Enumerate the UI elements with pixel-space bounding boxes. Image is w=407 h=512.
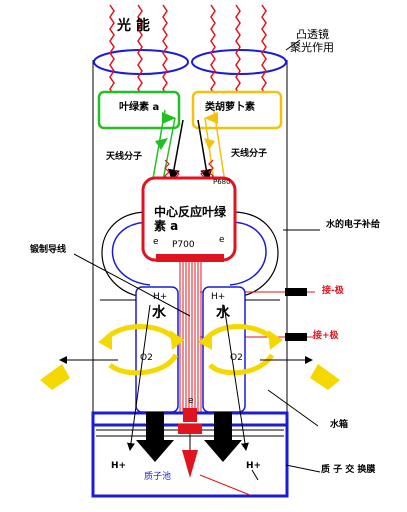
- light-wave: [235, 4, 241, 96]
- convex-lens-group: [93, 49, 287, 75]
- light-wave: [137, 4, 143, 96]
- focusing-label: 聚光作用: [290, 41, 334, 54]
- electron-left-label: e: [153, 237, 159, 247]
- lens-left: [93, 49, 189, 75]
- electron-supply-loops: [101, 211, 279, 299]
- circulation-arrowheads: [98, 330, 283, 350]
- yellow-arrow-left: [40, 364, 70, 390]
- o2-right-label: O2: [230, 353, 243, 363]
- negative-pole-label: 接-极: [322, 286, 344, 296]
- yellow-arrow-right: [310, 364, 340, 390]
- light-wave: [109, 4, 115, 96]
- antenna-left-label: 天线分子: [106, 152, 143, 162]
- proton-flow-arrows: [136, 412, 242, 462]
- p680-label: P680: [213, 178, 231, 186]
- convex-lens-label: 凸透镜: [296, 28, 329, 41]
- wire-label: 锻制导线: [30, 245, 67, 255]
- membrane-label: 质 子 交 换膜: [321, 465, 376, 475]
- light-wave: [261, 4, 267, 96]
- electron-arrow: [178, 408, 202, 478]
- carotenoid-label: 类胡萝卜素: [205, 102, 255, 113]
- chlorophyll-a-box: [97, 90, 181, 130]
- electron-bottom-label: e: [188, 396, 194, 406]
- p700-label: P700: [172, 240, 195, 250]
- chlorophyll-a-label: 叶绿素 a: [119, 102, 160, 113]
- proton-pool-label: 质子池: [144, 472, 172, 482]
- water-electron-label: 水的电子补给: [326, 220, 381, 230]
- electron-right-label: e: [219, 235, 225, 245]
- antenna-right-label: 天线分子: [231, 149, 268, 159]
- circulation-arrows: [103, 324, 277, 376]
- h-plus-bottom-left: H+: [111, 461, 127, 471]
- leader-lines: [73, 39, 321, 481]
- light-wave: [162, 4, 168, 96]
- h-plus-left-top: H+: [153, 292, 168, 302]
- light-energy-label: 光 能: [117, 18, 150, 34]
- h-plus-right-top: H+: [211, 292, 226, 302]
- positive-pole-label: 接+极: [313, 331, 339, 341]
- light-waves: [109, 4, 267, 96]
- h-plus-bottom-right: H+: [246, 461, 262, 471]
- reaction-center-label: 中心反应叶绿素 a: [154, 205, 227, 233]
- water-left-label: 水: [152, 305, 166, 321]
- water-tank-label: 水箱: [330, 420, 349, 430]
- light-wave: [210, 4, 216, 96]
- water-right-label: 水: [216, 305, 230, 321]
- thin-pointer-arrows: [126, 304, 251, 496]
- electrode-bar: [156, 254, 224, 262]
- o2-arrows: [40, 356, 340, 390]
- o2-left-label: O2: [140, 353, 153, 363]
- lens-right: [191, 49, 287, 75]
